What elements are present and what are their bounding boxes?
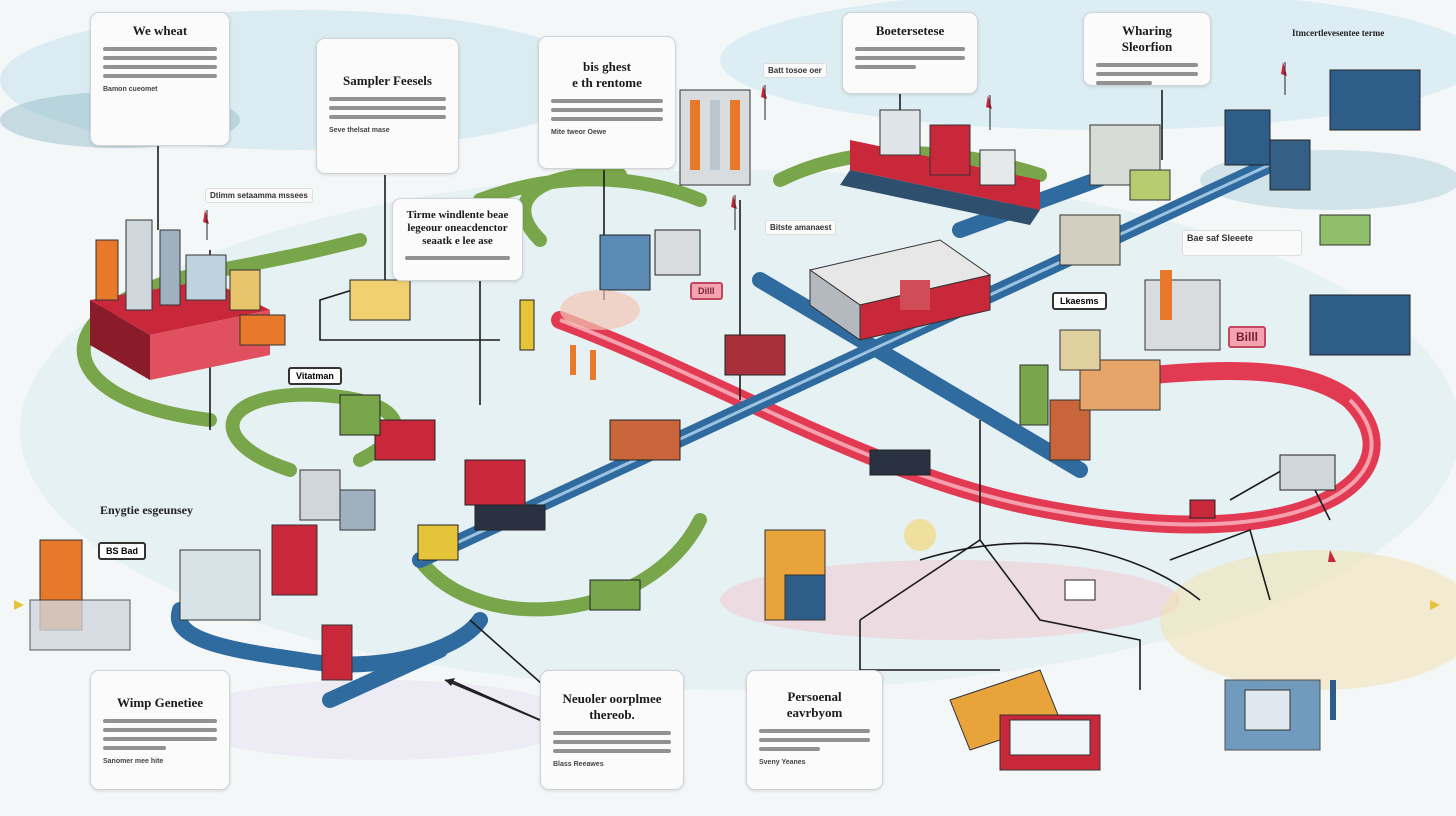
bottom-right-machines [949, 669, 1336, 771]
callout-we-wheat: We wheat Bamon cueomet [90, 12, 230, 146]
mini-label-3: Bitste amanaest [765, 220, 837, 235]
callout-footer: Seve thelsat mase [329, 127, 390, 134]
callout-title: Wharing Sleorfion [1121, 23, 1173, 54]
bottom-center-tower [764, 519, 936, 621]
top-factory-red [840, 109, 1040, 225]
callout-footer: Bamon cueomet [103, 86, 158, 93]
callout-time-windows: Tirme windlente beae legeour oneacdencto… [392, 198, 523, 281]
callout-wimp-garden: Wimp Genetiee Sanomer mee hite [90, 670, 230, 790]
callout-title: Persoenal eavrbyom [786, 689, 843, 720]
callout-title: Boetersetese [875, 23, 945, 38]
top-right-label: Itmcertlevesentee terme [1292, 28, 1385, 38]
callout-footer: Sveny Yeanes [759, 759, 806, 766]
flags [14, 62, 1440, 610]
mini-label-1: Dtimm setaamma mssees [205, 188, 313, 203]
callout-sampler-forests: Sampler Feesels Seve thelsat mase [316, 38, 459, 174]
callout-title: Neuoler oorplmee thereob. [562, 691, 662, 722]
trucks [374, 334, 1336, 611]
top-warehouse [679, 89, 751, 186]
callout-neucler-anopher: Neuoler oorplmee thereob. Blass Reeawes [540, 670, 684, 790]
callout-personal-earbyom: Persoenal eavrbyom Sveny Yeanes [746, 670, 883, 790]
callout-title: bis ghest e th rentome [572, 59, 642, 90]
callout-footer: Blass Reeawes [553, 761, 604, 768]
mini-label-2: Batt tosoe oer [763, 63, 827, 78]
callout-business-tese: Boetersetese [842, 12, 978, 94]
callout-title: Sampler Feesels [343, 73, 432, 88]
bill-sign: Billl [1228, 326, 1267, 348]
lilla-sign: Lkaesms [1052, 292, 1107, 310]
callout-title: Wimp Genetiee [116, 695, 204, 710]
callout-wiring-station: Wharing Sleorfion [1083, 12, 1211, 86]
callout-footer: Mite tweor Oewe [551, 129, 607, 136]
top-right-machines [1089, 69, 1421, 246]
bottom-left-factory [29, 469, 376, 681]
callout-footer: Sanomer mee hite [103, 758, 164, 765]
center-building [808, 239, 992, 341]
bee-de-gloomie-label: Bae saf Sleeete [1182, 230, 1302, 256]
emptie-economy-label: Enygtie esgeunsey [100, 503, 193, 517]
right-building [1019, 214, 1411, 461]
vitalmn-sign: Vitatman [288, 367, 342, 385]
callout-big-ghest: bis ghest e th rentome Mite tweor Oewe [538, 36, 676, 169]
left-factory [90, 219, 286, 380]
callout-title: We wheat [132, 23, 188, 38]
pointer-arrow [444, 678, 541, 721]
callout-title: Tirme windlente beae legeour oneacdencto… [406, 209, 509, 247]
dill-sign: Dilll [690, 282, 723, 300]
middle-machines [339, 229, 701, 436]
bs-sign: BS Bad [98, 542, 147, 560]
